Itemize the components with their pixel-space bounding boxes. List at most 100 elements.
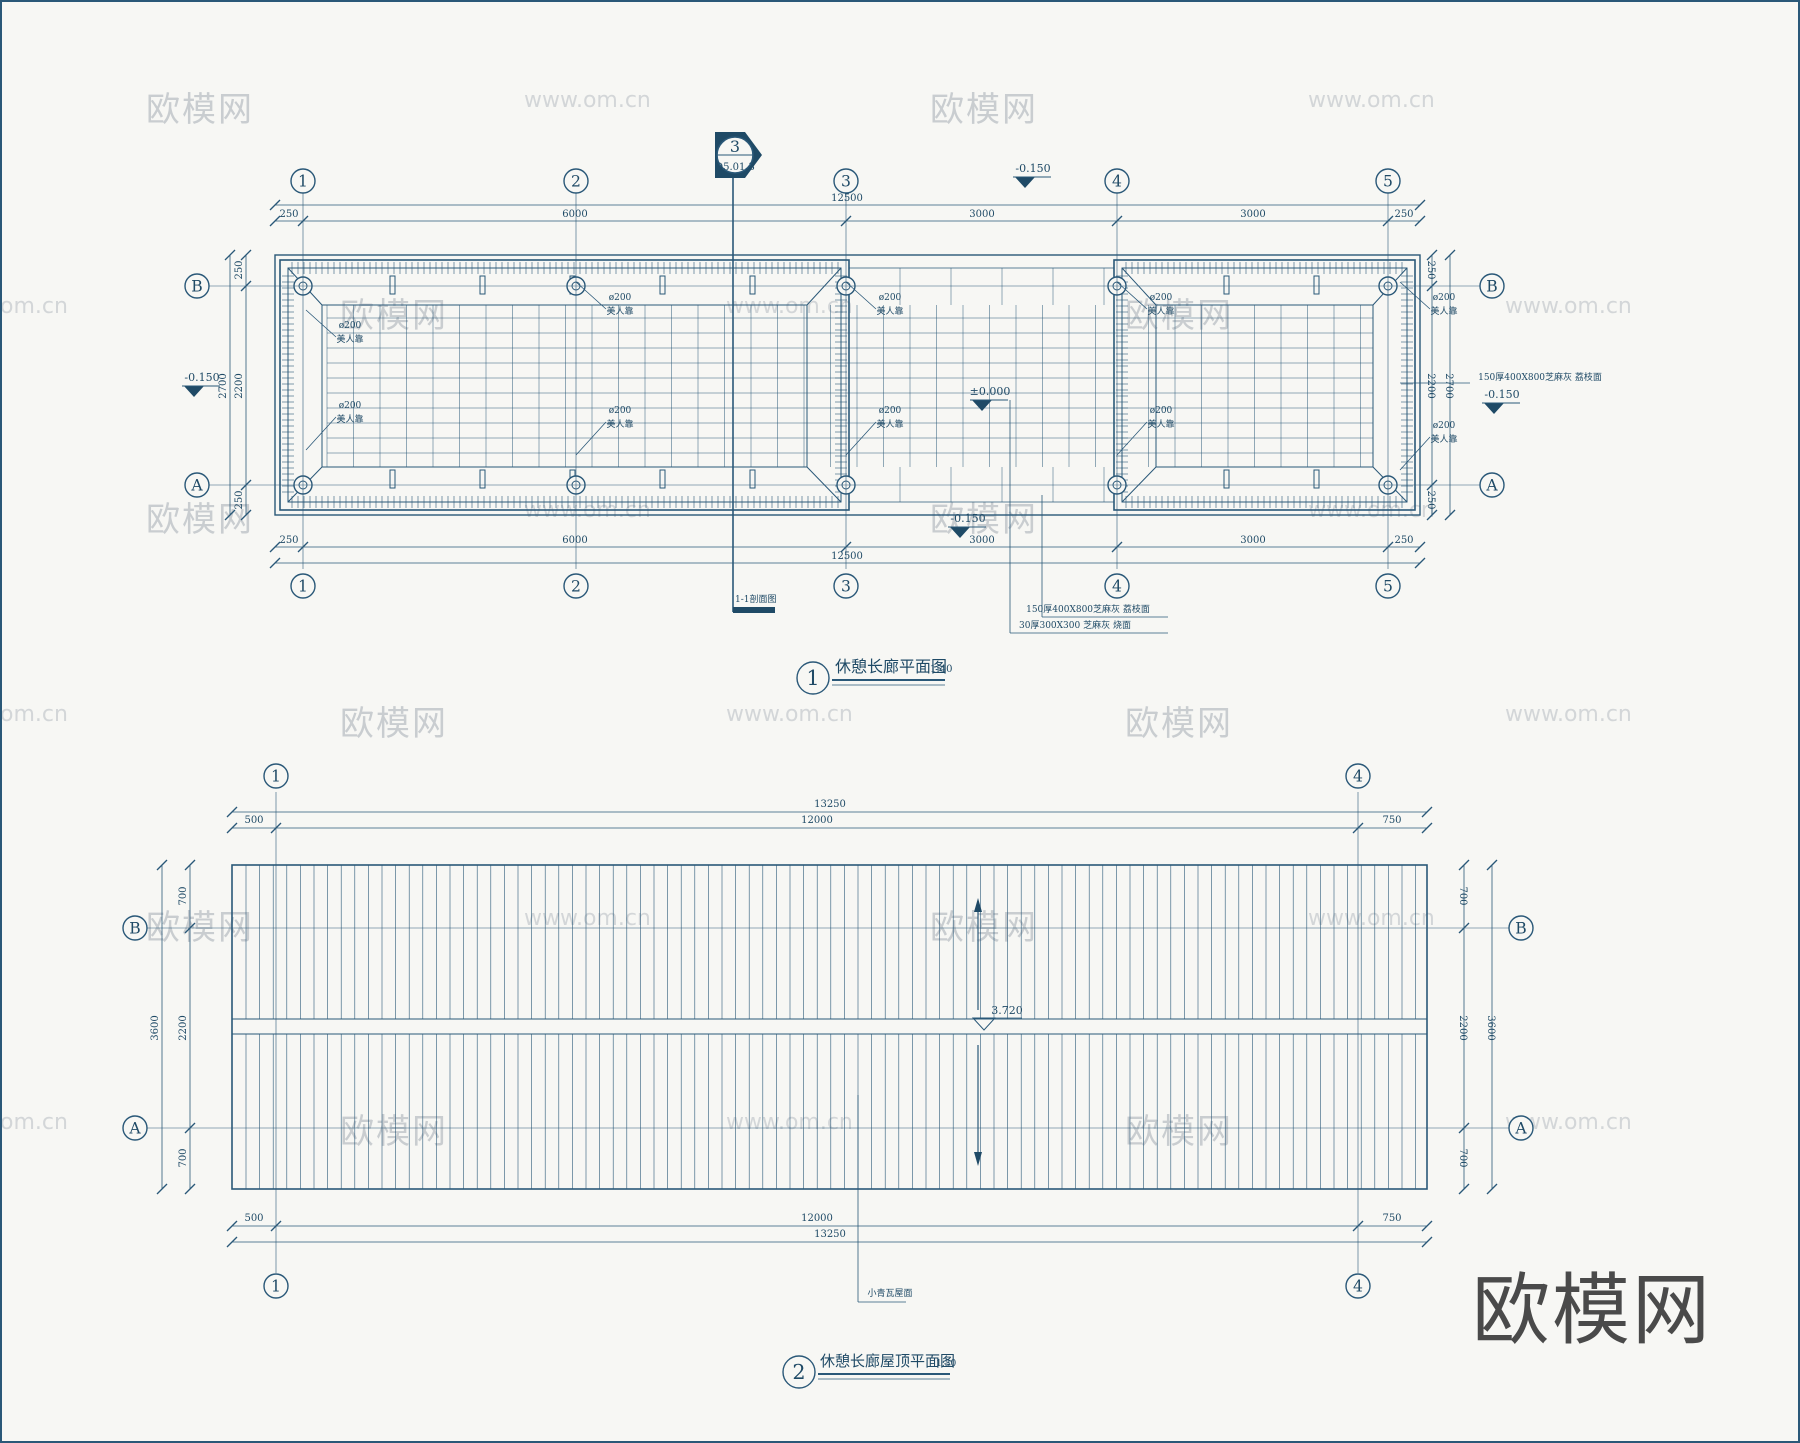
corridor-outer-frame [279,259,850,511]
axis-y-left-A-circle [184,472,210,498]
axis-y-left-A-label: A [190,476,203,494]
roof-axis-top-4-label: 4 [1353,767,1363,785]
dim-segment: 3000 [1240,209,1265,220]
dim-tick [240,280,252,292]
axis-x-top-5-label: 5 [1383,172,1393,190]
roof-axis-right-A-label: A [1514,1119,1527,1137]
column-type-note: 美人靠 [876,305,903,317]
dim-side-total: 2700 [218,373,229,398]
dim-side: 2200 [1425,373,1436,398]
leader-line [1399,281,1431,310]
axis-x-bottom-2-label: 2 [571,577,581,595]
corridor-frame-inner [287,267,842,503]
column-type-note: 美人靠 [606,305,633,317]
dim-side: 2200 [234,373,245,398]
dim-tick [1352,822,1364,834]
dim-tick [840,541,852,553]
axis-y-right-B-label: B [1486,277,1497,295]
dim-tick [1352,1220,1364,1232]
dim-segment: 500 [244,1213,263,1224]
ridge-elevation: 3.720 [991,1004,1023,1017]
section-label: 1-1剖面图 [735,593,777,605]
bench-leg [479,275,486,295]
roof-axis-bottom-4-label: 4 [1353,1277,1363,1295]
roof-axis-left-B-label: B [129,919,140,937]
bench-leg [1223,275,1230,295]
bench-leg [479,469,486,489]
watermark-brand: 欧模网 [1125,1112,1233,1152]
dim-tick [1414,215,1426,227]
dim-tick [1458,1183,1470,1195]
elevation-bottom-text: -0.150 [950,512,985,525]
axis-x-top-4-circle [1104,168,1130,194]
elevation-left-text: -0.150 [184,371,219,384]
leader-line [575,281,607,310]
dim-total: 12500 [831,551,863,562]
dim-tick [1426,509,1438,521]
dim-tick [226,1236,238,1248]
roof-title-number-label: 2 [792,1360,805,1384]
roof-axis-bottom-1-circle [263,1273,289,1299]
column-type-note: 美人靠 [336,333,363,345]
roof-axis-top-1-circle [263,763,289,789]
dim-tick [297,541,309,553]
axis-x-top-1-label: 1 [298,172,308,190]
dim-tick [226,1220,238,1232]
leader-line [1399,436,1431,471]
dim-tick [269,541,281,553]
corridor-floor-plan: ø200美人靠ø200美人靠ø200美人靠ø200美人靠ø200美人靠ø200美… [182,132,1602,695]
dim-tick [224,249,236,261]
note-paving-1: 150厚400X800芝麻灰 荔枝面 [1026,603,1150,615]
roof-title-number-circle [782,1355,816,1389]
axis-x-bottom-3-label: 3 [841,577,851,595]
elevation-top-triangle [1015,177,1035,188]
column-size-note: ø200 [609,406,632,416]
dim-segment: 250 [1394,209,1413,220]
axis-x-bottom-5-label: 5 [1383,577,1393,595]
bench-leg [1313,469,1320,489]
roof-scale: 1:30 [936,1359,956,1369]
dim-tick [1458,922,1470,934]
column-size-note: ø200 [1433,293,1456,303]
plan-title-number-circle [796,661,830,695]
dim-tick [1421,806,1433,818]
dim-side: 250 [234,490,245,509]
watermark-brand: 欧模网 [930,500,1038,540]
watermark-url: om.cn [0,294,68,319]
roof-axis-right-B-circle [1508,915,1534,941]
dim-segment: 3000 [969,535,994,546]
roof-ridge [231,1018,1428,1035]
dim-tick [1382,541,1394,553]
plan-title: 休憩长廊平面图 [835,657,947,676]
axis-x-top-2-label: 2 [571,172,581,190]
seat-outline [1155,304,1374,468]
axis-x-top-5-circle [1375,168,1401,194]
axis-x-top-4-label: 4 [1112,172,1122,190]
dim-tick [1426,280,1438,292]
dim-tick [184,1122,196,1134]
elevation-right-text: -0.150 [1484,388,1519,401]
dim-side: 700 [1457,886,1468,905]
bench-leg [389,469,396,489]
dim-tick [1486,859,1498,871]
dim-tick [840,215,852,227]
dim-side: 700 [1457,1148,1468,1167]
elevation-right-triangle [1484,403,1504,414]
dim-tick [1486,1183,1498,1195]
ridge-elevation-triangle [971,1017,997,1031]
leader-line [575,421,607,456]
watermark-url: www.om.cn [1505,702,1632,727]
dim-tick [1426,479,1438,491]
corridor-outer-frame [1113,259,1416,511]
elevation-bottom-triangle [950,527,970,538]
dim-segment: 12000 [801,1213,833,1224]
dim-tick [240,509,252,521]
dim-side: 250 [1425,490,1436,509]
dim-side: 700 [178,1148,189,1167]
dim-tick [297,215,309,227]
dim-tick [156,859,168,871]
dim-tick [184,1183,196,1195]
watermark-url: www.om.cn [1505,294,1632,319]
hip-line [806,466,842,503]
